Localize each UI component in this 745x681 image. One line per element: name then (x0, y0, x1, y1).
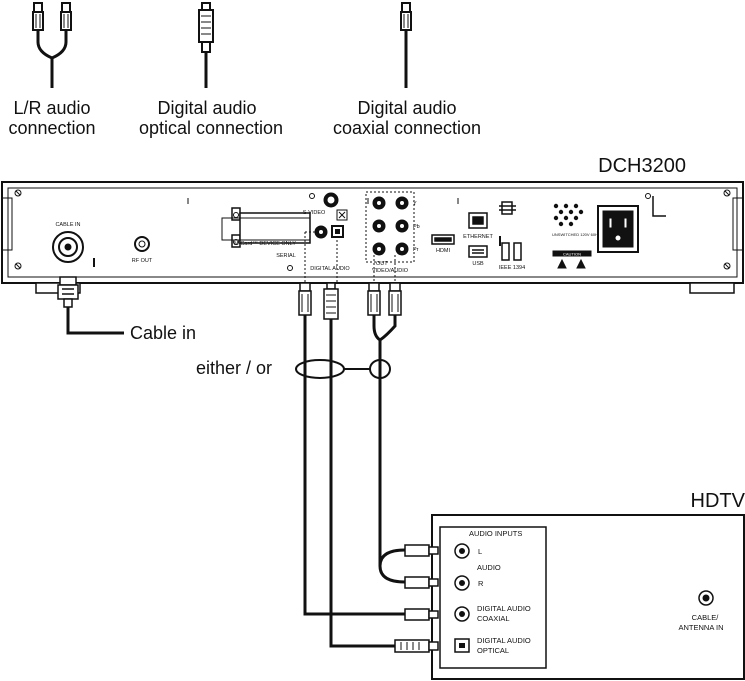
tv-audio-label: AUDIO (477, 563, 501, 572)
legend-optical-line1: Digital audio (157, 98, 256, 118)
tv-coaxial-line1: DIGITAL AUDIO (477, 604, 531, 613)
rf-out-label: RF OUT (132, 258, 153, 264)
vent-holes (553, 203, 584, 227)
component-pb-label: Pb (413, 224, 420, 230)
legend-coaxial-line2: coaxial connection (333, 118, 481, 138)
digital-audio-port-label: DIGITAL AUDIO (310, 266, 350, 272)
cable-in-port-label: CABLE IN (55, 222, 80, 228)
cable-clip (499, 201, 516, 215)
cable-in-wire (66, 307, 124, 335)
m-card-slot (221, 207, 311, 248)
legend-coaxial-cable (400, 2, 412, 88)
cable-in-port (52, 231, 84, 263)
cable-in-label: Cable in (130, 323, 196, 343)
ethernet-port (468, 212, 488, 229)
cable-wires (303, 315, 406, 648)
tv-coaxial-port (454, 606, 470, 622)
usb-label: USB (472, 261, 484, 267)
tv-port-r (454, 575, 470, 591)
caution-label (552, 250, 592, 269)
tv-antenna-port (698, 590, 714, 606)
tv-antenna-line1: CABLE/ (692, 613, 720, 622)
either-or-markers (295, 359, 391, 379)
legend-coaxial-line1: Digital audio (357, 98, 456, 118)
receiver-coax-audio-port (314, 225, 328, 239)
connection-guides (304, 231, 396, 283)
power-outlet (597, 196, 666, 253)
component-pr-label: Pr (413, 247, 419, 253)
cable-in-plug (57, 276, 79, 308)
hdmi-label: HDMI (436, 248, 451, 254)
power-rating: UNSWITCHED 120V 60Hz 5A MAX 500W MAX (552, 232, 637, 237)
m-card-label: M-Card™ DEVICE ONLY (234, 241, 296, 247)
ieee-label: IEEE 1394 (499, 265, 525, 271)
legend-optical-cable (198, 2, 214, 88)
ieee-ports (501, 242, 522, 261)
component-y-label: Y (413, 201, 417, 207)
tv-optical-port (454, 638, 470, 653)
legend-lr-audio-cable (32, 2, 72, 88)
receiver-optical-port-inner (335, 229, 340, 234)
tv-optical-line1: DIGITAL AUDIO (477, 636, 531, 645)
receiver-model-label: DCH3200 (598, 155, 686, 177)
svideo-label: S-VIDEO (303, 210, 326, 216)
lr-plugs-receiver (367, 282, 402, 316)
hdmi-port (431, 234, 455, 245)
tv-port-l (454, 543, 470, 559)
out-label: OUT (376, 261, 388, 267)
caution-text: CAUTION (563, 252, 581, 257)
tv-plugs (394, 544, 439, 653)
either-or-label: either / or (196, 358, 272, 378)
tv-port-r-label: R (478, 579, 484, 588)
rf-out-port (134, 236, 150, 252)
video-audio-label: VIDEO/AUDIO (372, 268, 409, 274)
coax-plug-receiver (298, 282, 312, 316)
component-ports (372, 196, 409, 256)
usb-port (468, 245, 488, 258)
legend-lr-line2: connection (8, 118, 95, 138)
tv-port-l-label: L (478, 547, 482, 556)
tv-model-label: HDTV (691, 490, 745, 512)
ethernet-label: ETHERNET (463, 234, 493, 240)
audio-inputs-header: AUDIO INPUTS (469, 529, 522, 538)
tv-coaxial-line2: COAXIAL (477, 614, 510, 623)
optical-plug-receiver (323, 282, 339, 320)
svideo-port (323, 192, 339, 208)
video-audio-block (365, 191, 415, 263)
tv-antenna-line2: ANTENNA IN (678, 623, 723, 632)
screw-block (336, 209, 348, 221)
serial-port-label: SERIAL (276, 253, 296, 259)
legend-lr-line1: L/R audio (13, 98, 90, 118)
legend-optical-line2: optical connection (139, 118, 283, 138)
tv-optical-line2: OPTICAL (477, 646, 509, 655)
